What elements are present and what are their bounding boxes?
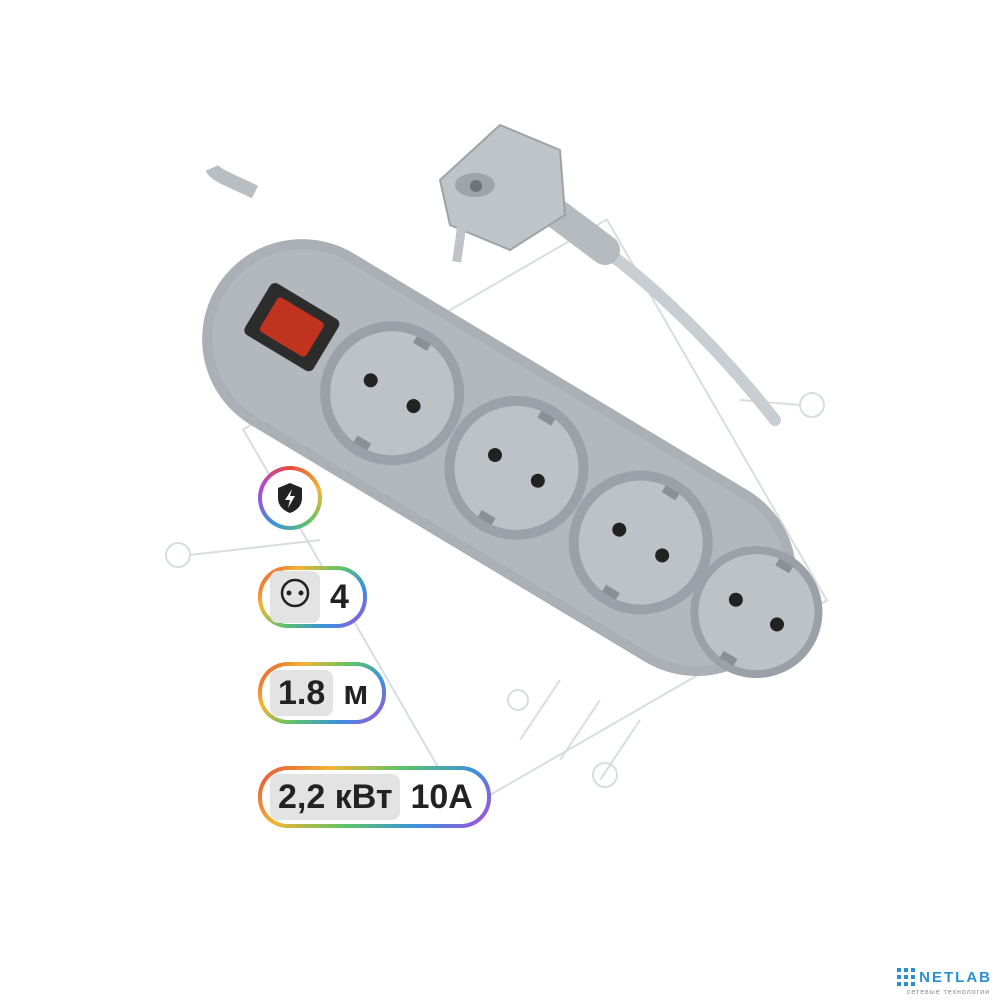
power-value: 2,2 кВт bbox=[270, 774, 401, 820]
power-strip-body bbox=[202, 239, 823, 679]
netlab-text: NETLAB bbox=[919, 968, 992, 986]
plug bbox=[438, 123, 567, 263]
surge-protection-badge bbox=[258, 466, 322, 530]
socket-4 bbox=[690, 546, 823, 679]
rear-cord bbox=[205, 164, 259, 199]
outlets-count: 4 bbox=[330, 578, 349, 616]
socket-1 bbox=[320, 321, 465, 466]
netlab-subtext: сетевые технологии bbox=[906, 989, 990, 996]
socket-2 bbox=[444, 395, 589, 540]
power-rating-badge: 2,2 кВт 10А bbox=[258, 766, 491, 828]
current-value: 10А bbox=[410, 778, 473, 816]
plug-cord bbox=[584, 234, 781, 426]
socket-icon bbox=[280, 578, 310, 608]
netlab-logo: NETLAB bbox=[897, 968, 992, 986]
socket-3 bbox=[568, 470, 713, 615]
socket-icon-box bbox=[270, 571, 320, 623]
shield-lightning-icon bbox=[278, 483, 302, 513]
cable-length-unit: м bbox=[343, 674, 369, 712]
cable-length-badge: 1.8 м bbox=[258, 662, 386, 724]
netlab-grid-icon bbox=[897, 968, 916, 986]
cable-length-value: 1.8 bbox=[270, 670, 334, 716]
outlets-count-badge: 4 bbox=[258, 566, 367, 628]
